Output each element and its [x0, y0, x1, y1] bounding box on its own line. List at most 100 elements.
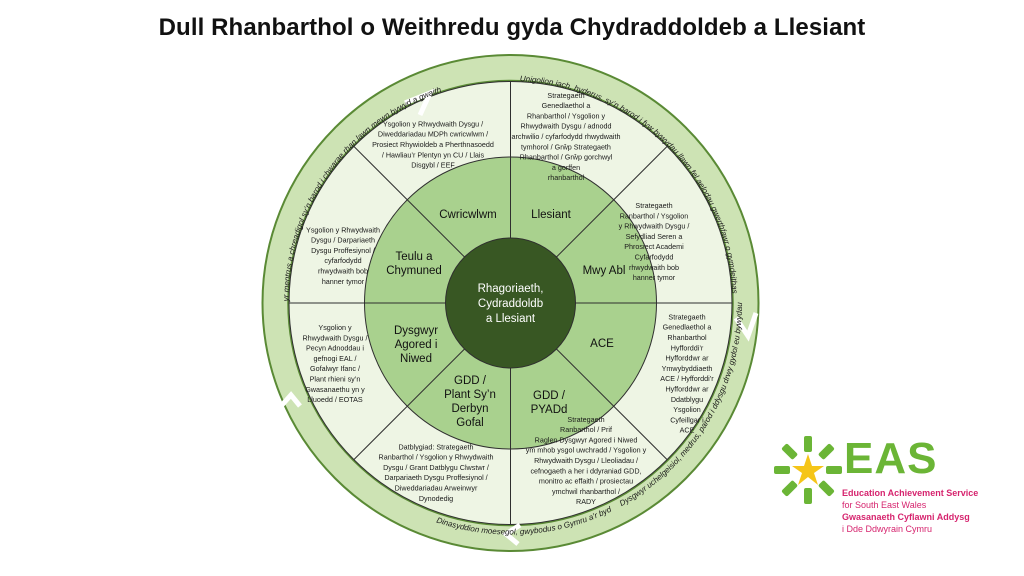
outer-segment-text-line: Prosiect Rhywioldeb a Pherthnasoedd — [372, 140, 494, 149]
logo-line-3: Gwasanaeth Cyflawni Addysg — [842, 512, 970, 522]
inner-segment-label: GDD / PYADd — [531, 390, 568, 416]
outer-segment-text-line: Rhwydwaith Dysgu / adnodd — [520, 122, 611, 131]
inner-segment-label-line: Mwy Abl — [583, 265, 626, 277]
outer-segment-text-line: Pecyn Adnoddau i — [306, 344, 364, 353]
inner-segment-label-line: ACE — [590, 338, 614, 350]
outer-segment-text-line: rhwydwaith bob — [318, 266, 368, 275]
outer-segment-text-line: Dysgu / Darpariaeth — [311, 236, 375, 245]
center-label-line: Cydraddoldb — [478, 298, 543, 310]
outer-segment-text-line: hanner tymor — [322, 277, 365, 286]
outer-segment-text-line: Strategaeth — [635, 201, 672, 210]
star-arm — [781, 443, 798, 460]
outer-segment-text-line: cyfarfodydd — [324, 256, 361, 265]
inner-segment-label: Teulu a Chymuned — [386, 251, 442, 277]
page-title: Dull Rhanbarthol o Weithredu gyda Chydra… — [158, 14, 866, 41]
outer-segment-text-line: Ysgolion y — [318, 323, 352, 332]
center-label-line: Rhagoriaeth, — [478, 283, 544, 295]
inner-segment-label-line: Derbyn — [451, 403, 488, 415]
outer-segment-text-line: Ysgolion y Rhwydwaith Dysgu / — [383, 119, 483, 128]
outer-segment-text-line: Rhwydwaith Dysgu / — [302, 333, 367, 342]
outer-segment-text-line: Ddatblygu — [671, 395, 703, 404]
outer-segment-text-line: Strategaeth — [567, 415, 604, 424]
outer-segment-text-line: Strategaeth — [547, 91, 584, 100]
outer-segment-text-line: Genedlaethol a — [663, 323, 712, 332]
ring-chevron-bottom-icon — [501, 522, 522, 546]
inner-segment-label-line: Niwed — [400, 353, 432, 365]
inner-segment-label-line: Dysgwyr — [394, 325, 438, 337]
star-arm — [818, 443, 835, 460]
outer-segment-text-line: Hyfforddi’r — [671, 343, 704, 352]
outer-segment-text-line: Sefydliad Seren a — [626, 232, 683, 241]
segment-divider — [353, 348, 465, 460]
outer-segment-text-line: gefnogi EAL / — [314, 354, 357, 363]
outer-segment-text-line: Rhanbarthol — [667, 333, 707, 342]
outer-segment-text-line: Darpariaeth Dysgu Proffesiynol / — [384, 473, 487, 482]
segment-divider — [353, 146, 465, 258]
outer-segment-text-line: Dysgu Proffesiynol / — [311, 246, 375, 255]
ring-chevron-left-icon — [280, 391, 302, 408]
inner-segment-label-line: Chymuned — [386, 265, 442, 277]
star-arm — [826, 466, 842, 474]
inner-segment-label: Llesiant — [531, 209, 571, 221]
outer-segment-text-line: Disgybl / EEF — [411, 161, 455, 170]
outer-segment-text-line: Ymwybyddiaeth — [662, 364, 713, 373]
outer-segment-text-line: Strategaeth — [668, 312, 705, 321]
logo-line-1: Education Achievement Service — [842, 488, 979, 498]
star-arm — [804, 488, 812, 504]
outer-segment-text-line: Lluoedd / EOTAS — [307, 395, 363, 404]
inner-segment-label-line: Llesiant — [531, 209, 571, 221]
outer-segment-text-line: ymchwil rhanbarthol / — [552, 487, 620, 496]
outer-segment-text-line: archwilio / cyfarfodydd rhwydwaith — [511, 132, 620, 141]
star-arm — [781, 480, 798, 497]
outer-segment-text-line: tymhorol / Grŵp Strategaeth — [521, 142, 611, 151]
inner-segment-label-line: Teulu a — [395, 251, 433, 263]
outer-segment-text-line: Phrosiect Academi — [624, 242, 684, 251]
center-circle — [445, 237, 576, 369]
outer-segment-text-line: Cyfeillgar i — [670, 415, 704, 424]
outer-segment-text-line: Ranbarthol / Prif — [560, 425, 612, 434]
outer-segment-text-line: Cyfarfodydd — [635, 252, 674, 261]
segment-divider — [556, 146, 668, 258]
ring-inner-border — [287, 79, 734, 527]
inner-segment-label-line: PYADd — [531, 404, 568, 416]
eas-star-icon — [774, 436, 842, 504]
inner-segment-label: Cwricwlwm — [439, 209, 497, 221]
outer-segment-text-line: Dynodedig — [419, 494, 453, 503]
outer-segment-text-line: Ranbarthol / Ysgolion — [620, 211, 689, 220]
inner-segment-label-line: GDD / — [533, 390, 566, 402]
inner-segment-label-line: Gofal — [456, 417, 484, 429]
outer-segment-text-line: RADY — [576, 497, 596, 506]
star-arm — [818, 480, 835, 497]
outer-segment-text-line: Rhanbarthol / Ysgolion y — [527, 111, 606, 120]
logo-line-4: i Dde Ddwyrain Cymru — [842, 524, 933, 534]
outer-segment-text-line: Plant rhieni sy’n — [310, 374, 361, 383]
outer-segment-text-line: Rhwydwaith Dysgu / Lleoliadau / — [534, 456, 638, 465]
inner-segment-label-line: Agored i — [395, 339, 438, 351]
outer-segment-text-line: Dysgu / Grant Datblygu Clwstwr / — [383, 463, 489, 472]
outer-segment-text-line: Gwasanaethu yn y — [305, 385, 365, 394]
outer-segment-text-line: Ranbarthol / Ysgolion y Rhwydwaith — [379, 453, 494, 462]
logo-line-2: for South East Wales — [842, 500, 927, 510]
outer-segment-text-line: Diweddariadau Arweinwyr — [395, 483, 478, 492]
outer-segment-text-line: Raglen Dysgwyr Agored i Niwed — [535, 435, 638, 444]
inner-segment-label: ACE — [590, 338, 614, 350]
segment-divider — [556, 348, 668, 460]
segment-dividers — [289, 81, 732, 525]
outer-segment-text: Ysgolion y Rhwydwaith Dysgu / Diweddariad… — [372, 119, 494, 169]
outer-segment-text-line: Datblygiad: Strategaeth — [398, 442, 473, 451]
outer-segment-text-line: Genedlaethol a — [542, 101, 591, 110]
ring-chevron-top-right-icon — [404, 88, 435, 117]
outer-segment-text-line: Diweddariadau MDPh cwricwlwm / — [378, 130, 488, 139]
outer-segment-text-line: / Hawliau’r Plentyn yn CU / Llais — [382, 150, 485, 159]
